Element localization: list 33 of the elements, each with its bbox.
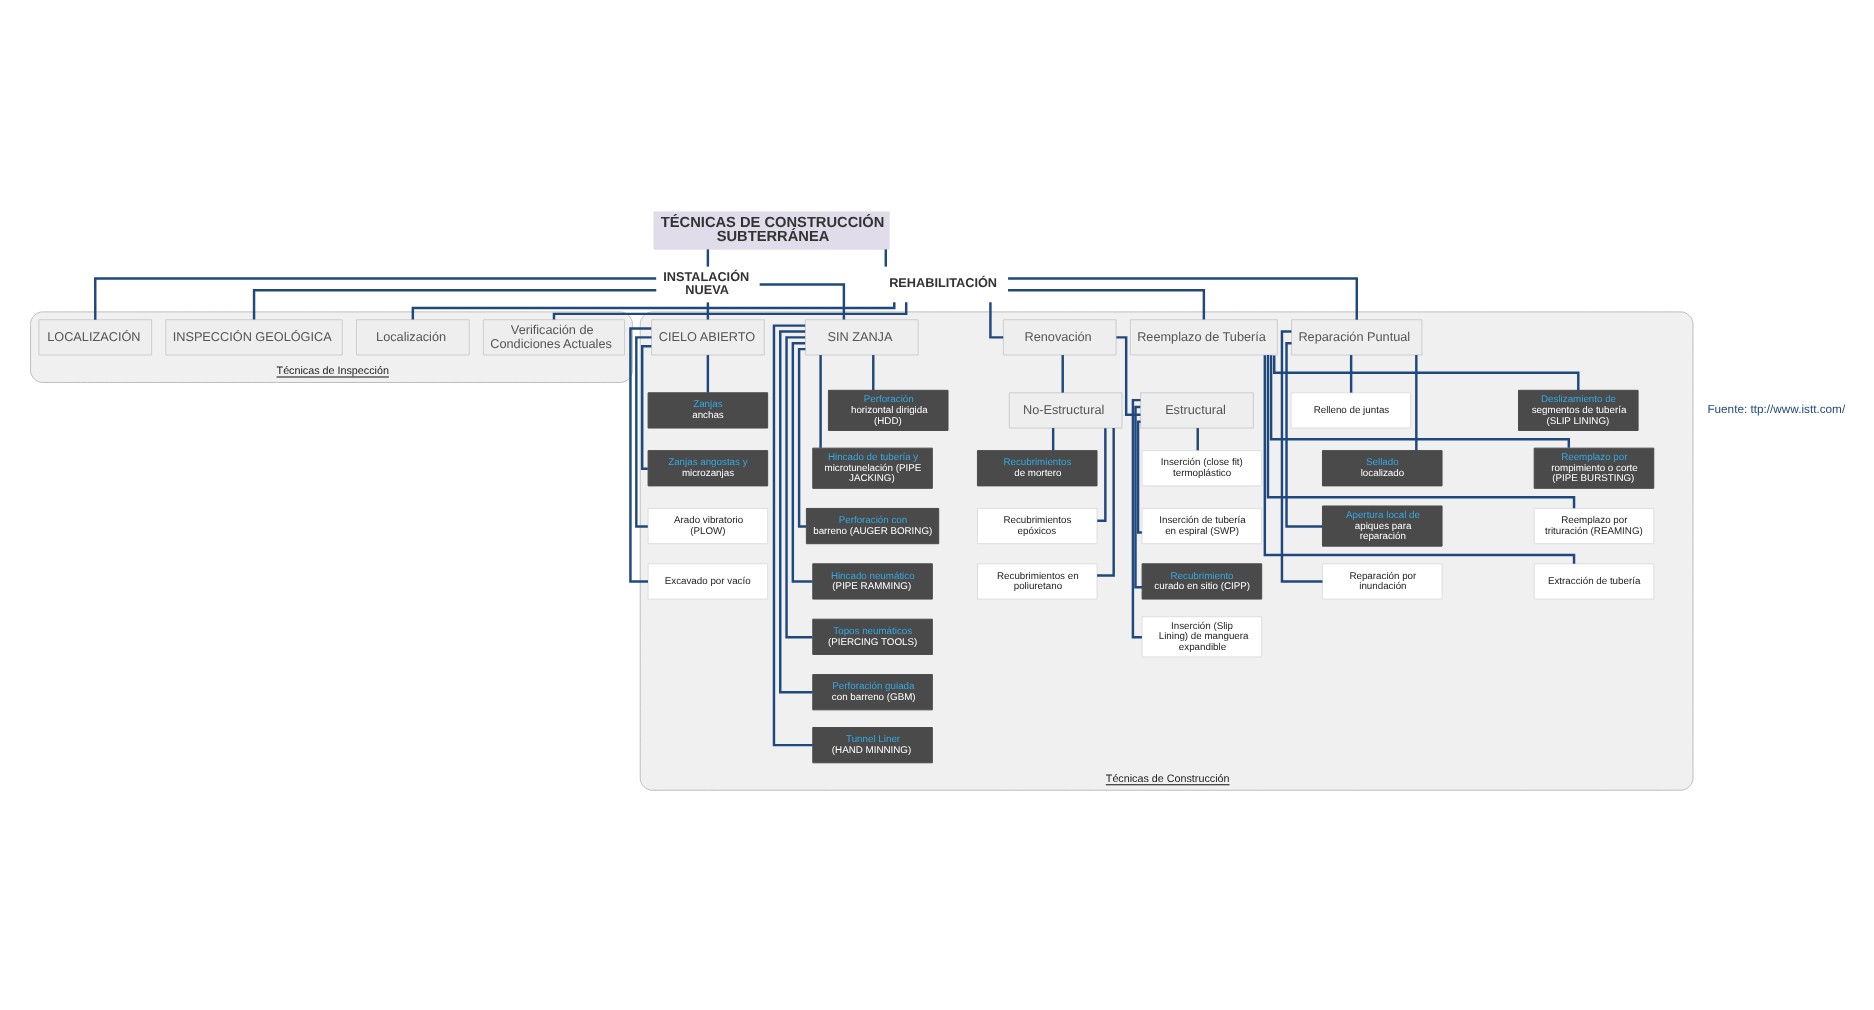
connector xyxy=(759,283,846,320)
connector xyxy=(1051,428,1055,451)
connector xyxy=(706,355,710,393)
connector xyxy=(872,355,875,391)
connector xyxy=(1134,405,1143,589)
connector xyxy=(1097,428,1107,522)
connector xyxy=(989,302,1004,339)
connector xyxy=(1280,330,1323,583)
connector xyxy=(1008,277,1358,320)
connector xyxy=(1116,336,1141,417)
connector xyxy=(1349,355,1353,393)
connector xyxy=(819,355,822,448)
connector xyxy=(629,327,652,583)
connector xyxy=(252,289,657,320)
connector xyxy=(797,347,807,528)
connector xyxy=(1285,342,1323,528)
connector xyxy=(772,324,813,747)
connector xyxy=(1131,398,1142,639)
connector xyxy=(1415,355,1418,451)
connector xyxy=(1008,289,1206,320)
connector xyxy=(1266,355,1576,509)
connector xyxy=(94,277,657,320)
connector xyxy=(791,342,813,583)
connector xyxy=(641,345,652,470)
connector xyxy=(1269,355,1571,448)
connector xyxy=(1196,428,1199,451)
connector xyxy=(1097,428,1115,577)
connector xyxy=(1061,355,1064,393)
connector xyxy=(1136,420,1142,534)
connector xyxy=(635,336,652,528)
connector xyxy=(779,330,813,694)
connector xyxy=(1273,355,1580,391)
connector xyxy=(785,336,813,639)
